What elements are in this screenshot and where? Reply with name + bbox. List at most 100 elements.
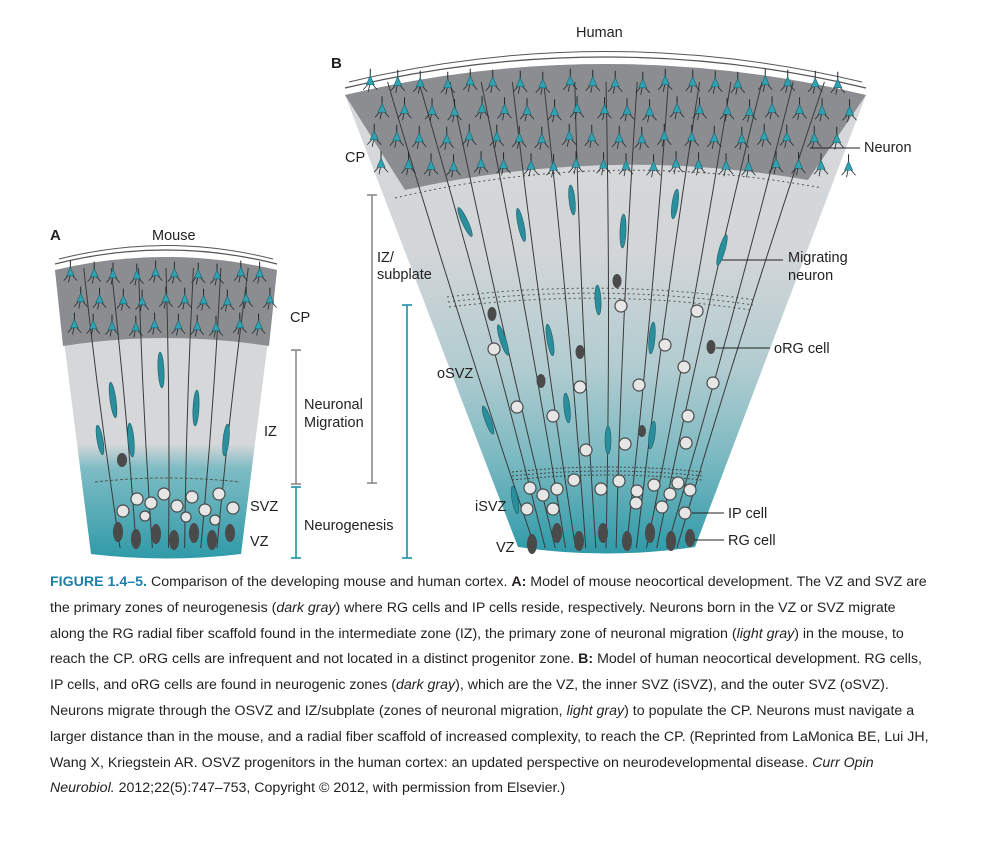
pyramidal-neuron — [209, 315, 223, 338]
pyramidal-neuron — [842, 99, 857, 123]
pyramidal-neuron — [485, 69, 501, 93]
pyramidal-neuron — [366, 123, 382, 147]
figure-caption: FIGURE 1.4–5. Comparison of the developi… — [50, 570, 930, 802]
pyramidal-neuron — [841, 154, 856, 178]
pyramidal-neuron — [252, 261, 267, 284]
pyramidal-neuron — [756, 123, 772, 147]
human-cp-zone — [345, 64, 866, 190]
pyramidal-neuron — [691, 152, 706, 176]
pyramidal-neuron — [511, 125, 527, 149]
pyramidal-neuron — [177, 287, 192, 310]
pyramidal-neuron — [411, 125, 427, 149]
caption-text-7: ) to populate the CP. Neurons must navig… — [50, 702, 929, 771]
radial-fiber — [605, 81, 609, 549]
pyramidal-neuron — [814, 98, 830, 122]
pyramidal-neuron — [489, 124, 505, 148]
cortex-diagram: A Mouse CP IZ SVZ VZ Neuronal Migration … — [50, 25, 912, 559]
panel-a-mouse: A Mouse CP IZ SVZ VZ Neuronal Migration … — [50, 227, 393, 559]
neuronal-migration-label-1: Neuronal — [304, 397, 363, 413]
caption-dark-gray-1: dark gray — [276, 599, 336, 616]
human-migration-bracket — [367, 194, 377, 484]
pyramidal-neuron — [734, 126, 750, 150]
pyramidal-neuron — [561, 123, 577, 147]
pyramidal-neuron — [167, 261, 182, 284]
pyramidal-neuron — [116, 288, 131, 311]
pyramidal-neuron — [523, 153, 539, 177]
pyramidal-neuron — [233, 260, 248, 283]
radial-fiber — [83, 267, 121, 549]
pyramidal-neuron — [684, 124, 700, 148]
pyramidal-neuron — [742, 99, 757, 123]
mouse-title: Mouse — [152, 228, 196, 244]
radial-fiber — [449, 81, 556, 549]
caption-dark-gray-2: dark gray — [395, 677, 456, 694]
pyramidal-neuron — [562, 68, 578, 92]
pyramidal-neuron — [496, 152, 511, 176]
mouse-svz-label: SVZ — [250, 499, 278, 515]
pyramidal-neuron — [730, 71, 746, 95]
human-iz-label-1: IZ/ — [377, 250, 395, 266]
pyramidal-neuron — [232, 312, 247, 335]
pyramidal-neuron — [190, 314, 205, 337]
caption-text-6: ), which are the VZ, the inner SVZ (iSVZ… — [50, 677, 889, 719]
pyramidal-neuron — [440, 71, 456, 95]
figure-label: FIGURE 1.4–5. — [50, 574, 147, 590]
pyramidal-neuron — [262, 287, 277, 310]
pyramidal-neuron — [569, 96, 585, 120]
radial-fiber — [666, 81, 794, 549]
pyramidal-neuron — [474, 96, 490, 120]
pyramidal-neuron — [634, 126, 650, 150]
pyramidal-neuron — [239, 286, 254, 309]
radial-fiber — [165, 267, 170, 549]
pyramidal-neuron — [780, 69, 796, 93]
pyramidal-neuron — [196, 288, 211, 311]
caption-b-label: B: — [578, 651, 594, 668]
pyramidal-neuron — [512, 70, 528, 94]
pyramidal-neuron — [92, 287, 107, 310]
pyramidal-neuron — [462, 68, 478, 92]
neurogenesis-label: Neurogenesis — [304, 518, 393, 534]
pyramidal-neuron — [220, 289, 235, 312]
pyramidal-neuron — [135, 289, 150, 312]
pyramidal-neuron — [779, 124, 795, 148]
pyramidal-neuron — [191, 262, 206, 285]
pyramidal-neuron — [412, 70, 428, 94]
pyramidal-neuron — [807, 70, 823, 94]
human-callout-lines — [692, 147, 860, 541]
human-cp-neurons — [362, 68, 857, 178]
migrating-neuron-callout-2: neuron — [788, 268, 833, 284]
radial-fiber — [110, 267, 137, 549]
radial-fiber — [216, 267, 249, 549]
mouse-rg-cells — [113, 522, 235, 550]
radial-fiber — [511, 81, 577, 549]
pyramidal-neuron — [546, 154, 561, 178]
pyramidal-neuron — [446, 154, 461, 178]
human-title: Human — [576, 25, 623, 41]
pyramidal-neuron — [171, 313, 186, 336]
human-vz-label: VZ — [496, 540, 515, 556]
human-cp-label: CP — [345, 150, 365, 166]
pyramidal-neuron — [401, 152, 416, 176]
pyramidal-neuron — [439, 126, 455, 150]
pyramidal-neuron — [719, 98, 735, 122]
human-migrating-neurons — [457, 184, 728, 515]
pyramidal-neuron — [86, 313, 101, 336]
pyramidal-neuron — [473, 151, 489, 175]
pyramidal-neuron — [669, 96, 685, 120]
panel-b-letter: B — [331, 55, 342, 72]
pyramidal-neuron — [497, 97, 512, 121]
pyramidal-neuron — [584, 124, 600, 148]
pyramidal-neuron — [813, 153, 829, 177]
pyramidal-neuron — [148, 260, 163, 283]
pyramidal-neuron — [619, 98, 635, 122]
mouse-migrating-neurons — [95, 351, 230, 458]
pyramidal-neuron — [830, 71, 846, 95]
mouse-cp-neurons — [63, 260, 277, 338]
pyramidal-neuron — [618, 153, 634, 177]
pyramidal-neuron — [668, 151, 684, 175]
pyramidal-neuron — [685, 69, 701, 93]
panel-b-human: B Human CP IZ/ subplate oSVZ iSVZ VZ Neu… — [331, 25, 912, 559]
mouse-iz-label: IZ — [264, 424, 277, 440]
caption-text-8: 2012;22(5):747–753, Copyright © 2012, wi… — [114, 780, 566, 797]
mouse-vz-label: VZ — [250, 534, 269, 550]
